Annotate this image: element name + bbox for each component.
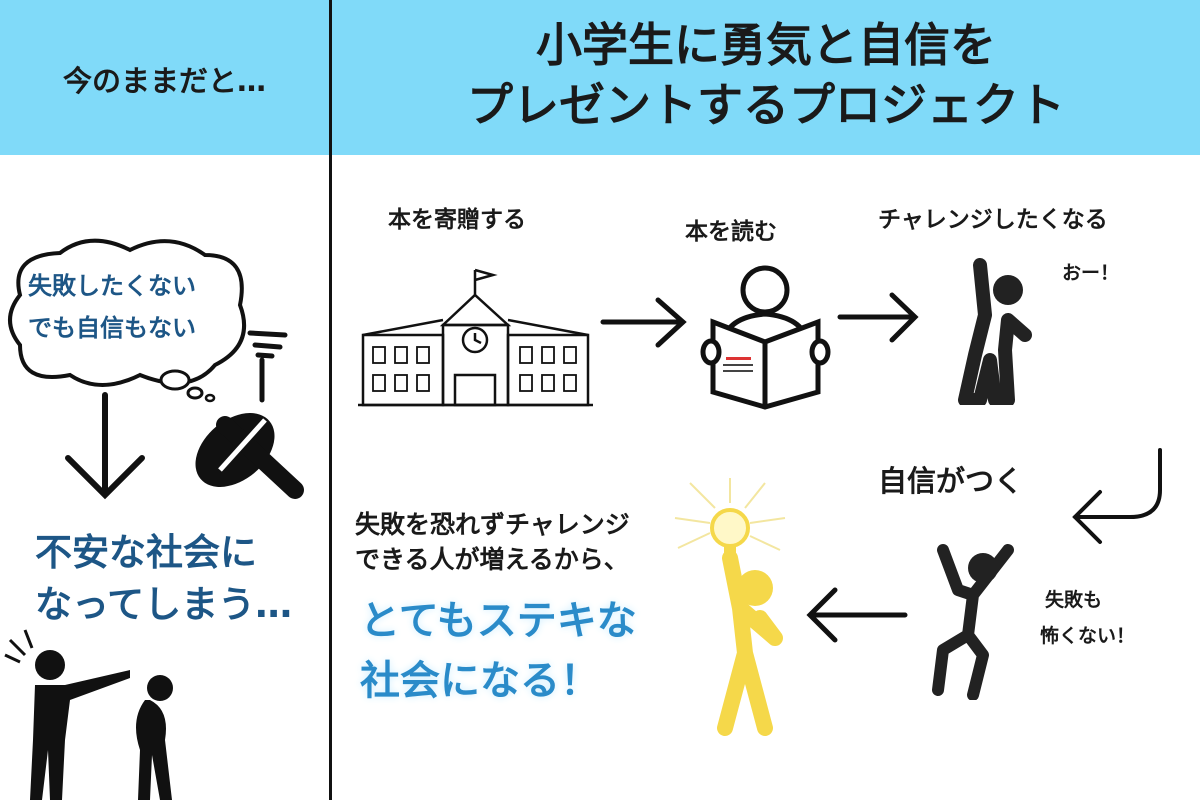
thought-line-1: 失敗したくない — [28, 272, 196, 300]
step-label-read: 本を読む — [685, 219, 777, 245]
header-band — [0, 0, 1200, 155]
blaming-people-icon — [4, 629, 173, 800]
title-line-1: 小学生に勇気と自信を — [536, 18, 996, 72]
lightbulb-person-icon — [674, 478, 786, 736]
down-arrow-icon — [65, 392, 145, 500]
conclusion-line-2: できる人が増えるから、 — [355, 545, 629, 574]
title-line-2: プレゼントするプロジェクト — [467, 78, 1065, 132]
jumping-person-icon — [932, 544, 1014, 700]
left-header: 今のままだと… — [62, 64, 266, 98]
fearless-line-2: 怖くない！ — [1040, 625, 1136, 647]
step-label-confidence: 自信がつく — [878, 464, 1024, 498]
step-label-donate: 本を寄贈する — [388, 207, 526, 233]
conclusion-line-1: 失敗を恐れずチャレンジ — [355, 510, 630, 539]
exclaim-text: おー！ — [1062, 262, 1120, 284]
panel-divider — [329, 0, 332, 800]
thought-cloud-icon — [8, 238, 288, 403]
reading-person-icon — [700, 265, 831, 410]
step-label-challenge: チャレンジしたくなる — [878, 207, 1108, 233]
result-line-1: 不安な社会に — [35, 531, 257, 574]
highlight-line-2: 社会になる！ — [360, 658, 600, 704]
highlight-line-1: とてもステキな — [360, 598, 637, 644]
result-line-2: なってしまう… — [35, 583, 293, 626]
right-arrow-icon — [837, 292, 919, 343]
raising-hand-person-icon — [958, 258, 1032, 405]
left-arrow-icon — [806, 587, 908, 643]
right-arrow-icon — [600, 297, 687, 348]
crouching-person-icon — [195, 413, 304, 499]
thought-line-2: でも自信もない — [28, 314, 196, 342]
fearless-line-1: 失敗も — [1045, 589, 1103, 611]
curved-arrow-icon — [1072, 448, 1162, 544]
school-icon — [358, 268, 593, 407]
